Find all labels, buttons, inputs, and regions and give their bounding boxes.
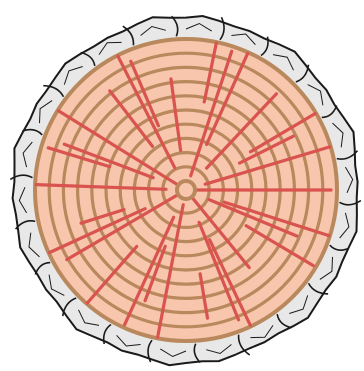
log-cross-section-figure [0, 0, 364, 371]
